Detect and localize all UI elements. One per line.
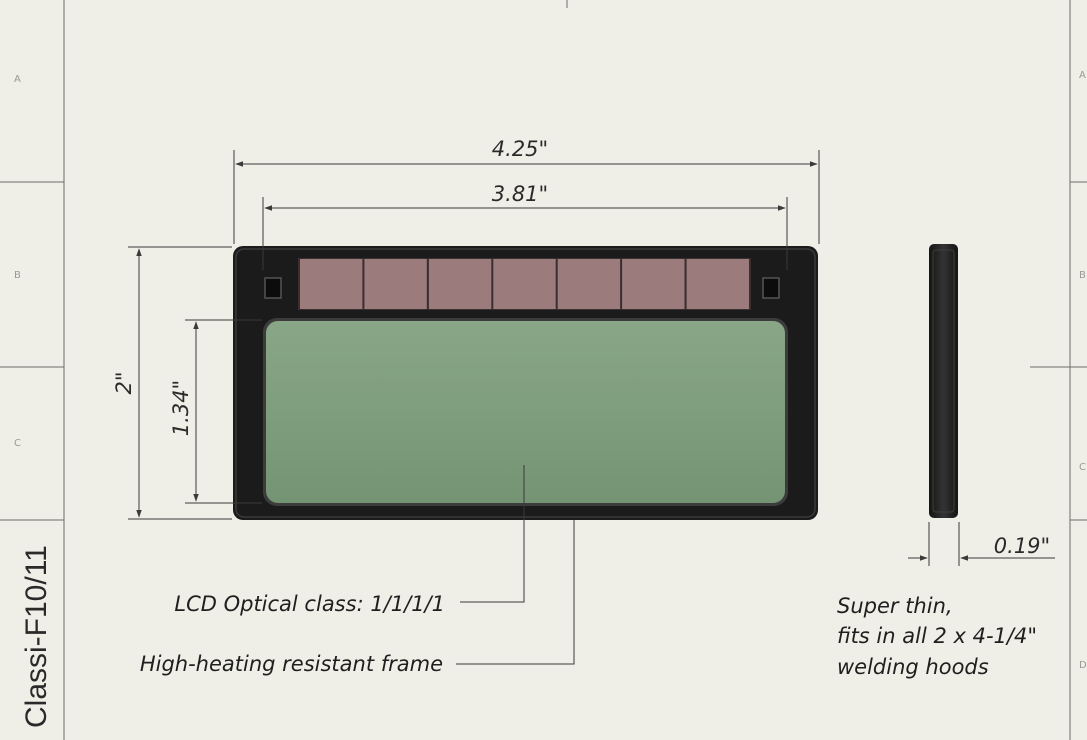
solar-cell: [622, 259, 685, 309]
dim-overall-height: 2": [112, 371, 136, 394]
solar-cell: [493, 259, 556, 309]
frame-label: High-heating resistant frame: [140, 652, 443, 676]
lcd-class-label: LCD Optical class: 1/1/1/1: [174, 592, 445, 616]
zone-letter: B: [14, 270, 21, 281]
leader-frame: [456, 520, 575, 665]
dim-viewing-width: 3.81": [492, 182, 548, 206]
sensor-window-left: [264, 277, 282, 299]
zone-letter: D: [1079, 660, 1087, 671]
filter-front-view: [233, 246, 818, 520]
filter-edge: [929, 244, 958, 518]
zone-letter: C: [1079, 462, 1086, 473]
sensor-window-right: [762, 277, 780, 299]
thin-note-line3: welding hoods: [837, 655, 989, 679]
solar-cell: [557, 259, 621, 309]
dim-thickness: 0.19": [994, 534, 1050, 558]
solar-panel: [298, 258, 751, 310]
filter-side-view: [929, 244, 958, 518]
thin-note-line2: fits in all 2 x 4-1/4": [837, 624, 1037, 648]
lcd-viewing-area: [266, 321, 785, 503]
solar-cell: [364, 259, 427, 309]
solar-cell: [686, 259, 749, 309]
zone-letter: C: [14, 438, 21, 449]
dim-viewing-height: 1.34": [169, 380, 193, 436]
solar-cell: [428, 259, 492, 309]
solar-cell: [300, 259, 363, 309]
dim-overall-width: 4.25": [492, 137, 548, 161]
zone-letter: B: [1079, 270, 1086, 281]
leader-lcd: [460, 465, 525, 603]
zone-letter: A: [14, 74, 21, 85]
part-number: Classi-F10/11: [20, 545, 53, 728]
zone-letter: A: [1079, 70, 1086, 81]
thin-note-line1: Super thin,: [837, 594, 953, 618]
